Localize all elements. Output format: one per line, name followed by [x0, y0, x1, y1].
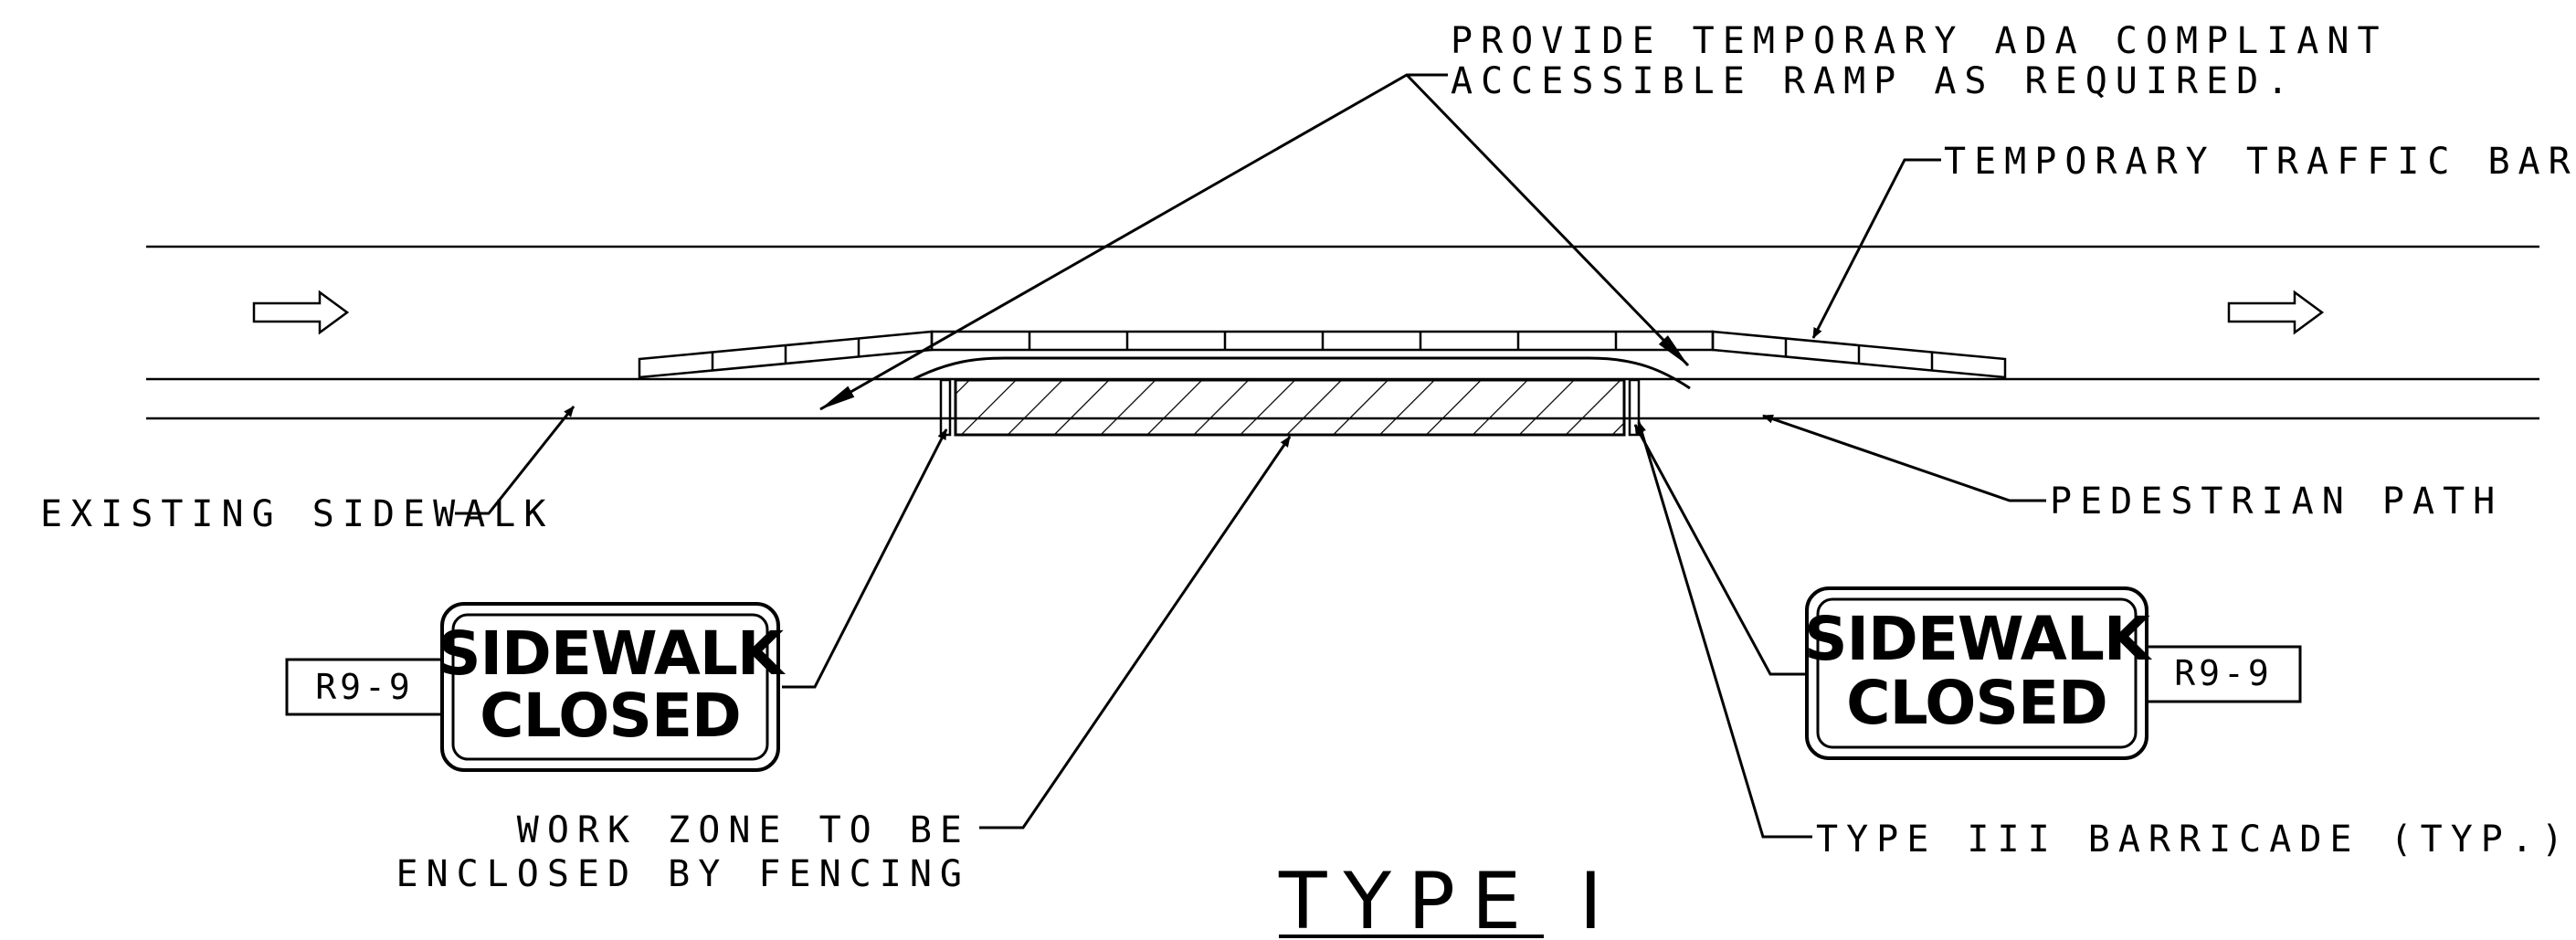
ada-ramp-leader-right [1405, 73, 1690, 367]
barrier-taper-right [1711, 330, 2007, 379]
right-arrow-icon [2227, 290, 2325, 335]
work-zone-leader [979, 436, 1292, 829]
right-arrow-icon [252, 290, 350, 335]
pedestrian-path-leader [1762, 414, 2046, 502]
work-zone-note-line1: WORK ZONE TO BE [517, 809, 970, 851]
work-zone-note-line2: ENCLOSED BY FENCING [396, 853, 970, 895]
sign-left-code: R9-9 [315, 667, 414, 707]
sign-right-code: R9-9 [2174, 653, 2273, 693]
diagram-title: TYPE I [1278, 856, 1619, 940]
traffic-barrier-leader [1811, 158, 1941, 339]
temporary-traffic-barrier [638, 330, 2007, 379]
left-sign-leader [782, 428, 948, 689]
sign-left-line2: CLOSED [480, 681, 741, 751]
traffic-barrier-note: TEMPORARY TRAFFIC BARRIER [1944, 141, 2576, 183]
barricade-note: TYPE III BARRICADE (TYP.) [1816, 819, 2571, 861]
sidewalk-closed-sign-left: SIDEWALK CLOSED R9-9 [285, 602, 787, 772]
sidewalk-closed-sign-right: SIDEWALK CLOSED R9-9 [1804, 586, 2302, 760]
barricade-left [939, 378, 952, 437]
sign-right-line2: CLOSED [1846, 668, 2107, 738]
barricade-right [1628, 378, 1641, 437]
sign-right-line1: SIDEWALK [1804, 604, 2153, 674]
existing-sidewalk-leader [455, 406, 575, 515]
ada-ramp-note-line2: ACCESSIBLE RAMP AS REQUIRED. [1451, 60, 2296, 102]
sign-right-code-plate [2145, 645, 2302, 703]
pedestrian-path-line [913, 356, 1691, 390]
barricade-leader-right [1637, 421, 1812, 839]
traffic-direction-arrows [252, 290, 2325, 335]
pedestrian-path-note: PEDESTRIAN PATH [2050, 481, 2503, 523]
sign-left-line1: SIDEWALK [438, 618, 787, 689]
sign-left-code-plate [285, 658, 444, 716]
right-sign-leader [1633, 424, 1805, 676]
work-zone-hatched [954, 378, 1626, 437]
ada-ramp-note-line1: PROVIDE TEMPORARY ADA COMPLIANT [1451, 20, 2388, 62]
